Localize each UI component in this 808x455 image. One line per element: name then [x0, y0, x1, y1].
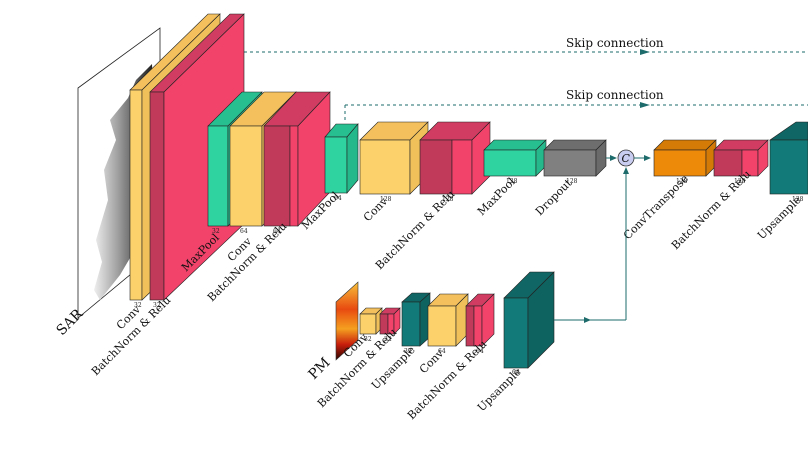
concat-node: C — [617, 149, 635, 167]
enc-bn2-size: 64 — [273, 228, 281, 235]
pm-bn2-size: 64 — [476, 348, 484, 355]
dec-upsample-size: 128 — [792, 196, 804, 203]
enc-conv3-block: 128 Conv — [359, 121, 429, 224]
enc-bn1-size: 32 — [153, 302, 161, 309]
enc-conv3-size: 128 — [380, 196, 392, 203]
skip-connection-top-label: Skip connection — [566, 36, 664, 50]
skip-connection-mid-label: Skip connection — [566, 88, 664, 102]
pm-conv2-size: 64 — [438, 348, 446, 355]
dropout-block: 128 Dropout — [533, 139, 607, 218]
convtranspose-size: 128 — [676, 178, 688, 185]
pm-bn1-size: 32 — [384, 336, 392, 343]
dec-upsample-label: Upsample — [755, 193, 804, 242]
pm-label: PM — [306, 355, 334, 383]
pm-to-concat-arrow — [554, 167, 629, 323]
pm-conv1-size: 32 — [364, 336, 372, 343]
enc-pool2-size: 64 — [334, 195, 342, 202]
enc-pool1-size: 32 — [212, 228, 220, 235]
pm-upsample2-label: Upsample — [475, 365, 524, 414]
enc-pool3-size: 128 — [506, 178, 518, 185]
pm-upsample2-size: 64 — [512, 369, 520, 376]
dec-bn-size: 128 — [734, 178, 746, 185]
enc-conv1-size: 32 — [134, 302, 142, 309]
pm-upsample1-size: 32 — [404, 348, 412, 355]
dropout-size: 128 — [566, 178, 578, 185]
enc-conv2-size: 64 — [240, 228, 248, 235]
enc-bn3-size: 128 — [442, 196, 454, 203]
pm-upsample2-block: 64 Upsample — [475, 271, 555, 414]
dropout-label: Dropout — [533, 176, 575, 218]
concat-symbol: C — [622, 152, 631, 165]
pm-bn2-label: BatchNorm & Relu — [405, 338, 489, 422]
skip-connection-top: Skip connection — [231, 36, 808, 86]
skip-connection-mid: Skip connection — [344, 88, 808, 122]
